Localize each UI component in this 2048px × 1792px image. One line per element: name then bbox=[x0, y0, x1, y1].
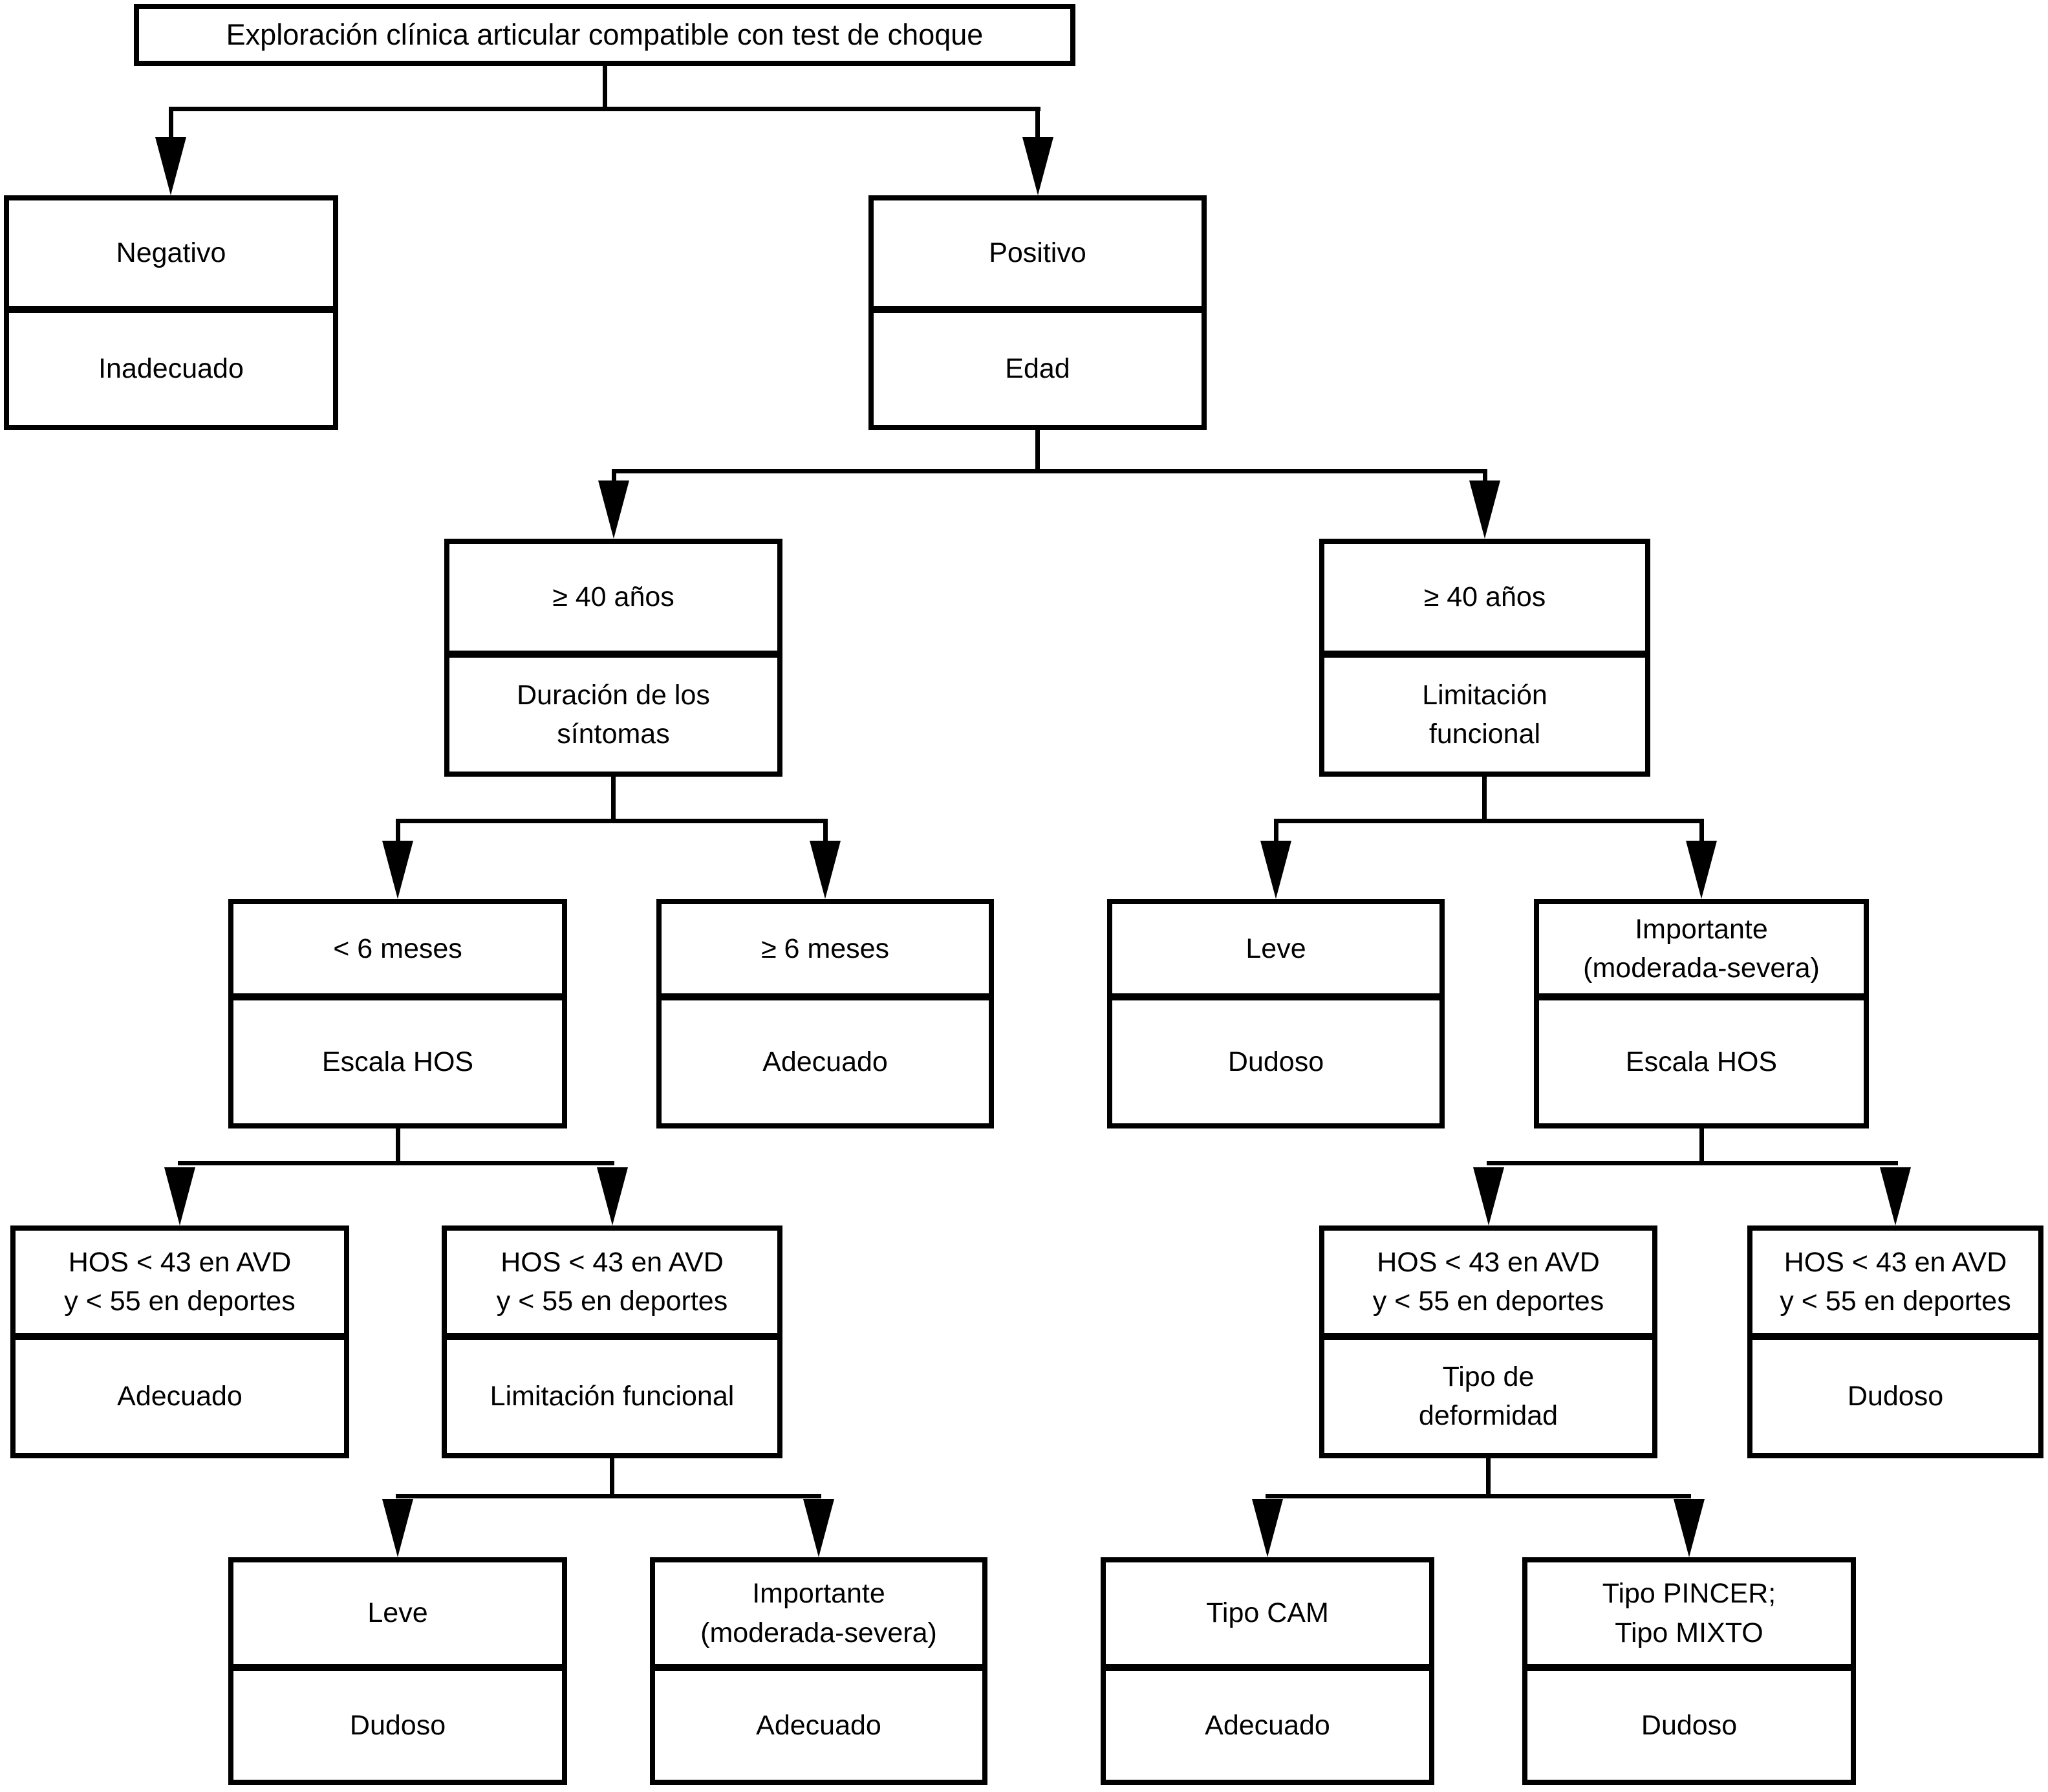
node-root-label: Exploración clínica articular compatible… bbox=[226, 18, 984, 51]
node-edad-duracion: ≥ 40 años Duración de los síntomas bbox=[444, 539, 782, 777]
connector-hos-izq-stub bbox=[396, 1128, 400, 1165]
arrow-down-icon bbox=[1473, 1167, 1504, 1225]
node-leve-final-condition: Leve bbox=[233, 1562, 562, 1671]
connector-edad-bar bbox=[612, 469, 1487, 473]
connector-duracion-bar bbox=[396, 819, 828, 823]
arrow-down-icon bbox=[1880, 1167, 1911, 1225]
connector-limitacion-stem-right bbox=[1699, 819, 1704, 846]
node-limitacion-leve-result: Dudoso bbox=[1227, 1046, 1324, 1077]
connector-limitacion-bar bbox=[1274, 819, 1704, 823]
connector-hos-izq-bar bbox=[178, 1161, 614, 1165]
node-positivo-condition: Positivo bbox=[874, 200, 1202, 313]
node-hos-izq-b-condition: HOS < 43 en AVD y < 55 en deportes bbox=[447, 1231, 777, 1340]
node-meses-menos6: < 6 meses Escala HOS bbox=[228, 899, 567, 1128]
node-positivo-result: Edad bbox=[1005, 353, 1070, 385]
node-meses-menos6-result: Escala HOS bbox=[321, 1046, 474, 1077]
connector-root-stem-right bbox=[1035, 107, 1040, 142]
arrow-down-icon bbox=[1260, 841, 1291, 899]
node-leve-final-result: Dudoso bbox=[349, 1709, 446, 1741]
node-edad-duracion-condition: ≥ 40 años bbox=[449, 544, 777, 658]
node-negativo-result: Inadecuado bbox=[98, 353, 244, 385]
node-hos-der-a-condition: HOS < 43 en AVD y < 55 en deportes bbox=[1324, 1231, 1652, 1340]
connector-hos-der-bar bbox=[1487, 1161, 1898, 1165]
node-hos-der-b: HOS < 43 en AVD y < 55 en deportes Dudos… bbox=[1747, 1225, 2043, 1458]
arrow-down-icon bbox=[164, 1167, 195, 1225]
node-meses-mas6-result: Adecuado bbox=[762, 1046, 888, 1077]
node-negativo: Negativo Inadecuado bbox=[4, 195, 338, 430]
connector-edad-stem-right bbox=[1483, 469, 1487, 488]
node-hos-izq-b: HOS < 43 en AVD y < 55 en deportes Limit… bbox=[442, 1225, 782, 1458]
arrow-down-icon bbox=[1022, 137, 1053, 195]
arrow-down-icon bbox=[382, 841, 413, 899]
connector-duracion-stem-right bbox=[823, 819, 828, 846]
arrow-down-icon bbox=[1252, 1499, 1283, 1557]
connector-final-izq-stub bbox=[610, 1458, 614, 1498]
node-hos-izq-a-condition: HOS < 43 en AVD y < 55 en deportes bbox=[16, 1231, 344, 1340]
node-meses-mas6: ≥ 6 meses Adecuado bbox=[656, 899, 994, 1128]
node-tipo-cam: Tipo CAM Adecuado bbox=[1101, 1557, 1434, 1785]
arrow-down-icon bbox=[1469, 480, 1500, 539]
node-positivo: Positivo Edad bbox=[868, 195, 1207, 430]
node-edad-limitacion-condition: ≥ 40 años bbox=[1324, 544, 1645, 658]
node-importante-final-condition: Importante (moderada-severa) bbox=[655, 1562, 982, 1671]
node-hos-der-b-result: Dudoso bbox=[1847, 1381, 1944, 1412]
arrow-down-icon bbox=[1674, 1499, 1705, 1557]
arrow-down-icon bbox=[810, 841, 841, 899]
connector-root-bar bbox=[169, 107, 1040, 111]
connector-edad-stem-left bbox=[612, 469, 616, 488]
arrow-down-icon bbox=[155, 137, 186, 195]
node-tipo-cam-result: Adecuado bbox=[1205, 1709, 1330, 1741]
node-limitacion-importante-result: Escala HOS bbox=[1625, 1046, 1778, 1077]
connector-hos-der-stub bbox=[1699, 1128, 1704, 1165]
node-tipo-cam-condition: Tipo CAM bbox=[1106, 1562, 1429, 1671]
connector-duracion-stem-left bbox=[396, 819, 400, 846]
connector-final-der-stub bbox=[1486, 1458, 1491, 1498]
node-edad-limitacion-result: Limitación funcional bbox=[1422, 679, 1547, 750]
node-limitacion-leve: Leve Dudoso bbox=[1107, 899, 1445, 1128]
arrow-down-icon bbox=[803, 1499, 834, 1557]
node-edad-duracion-result: Duración de los síntomas bbox=[517, 679, 710, 750]
node-importante-final-result: Adecuado bbox=[756, 1709, 881, 1741]
node-hos-der-a-result: Tipo de deformidad bbox=[1418, 1361, 1558, 1432]
arrow-down-icon bbox=[598, 480, 629, 539]
node-importante-final: Importante (moderada-severa) Adecuado bbox=[650, 1557, 987, 1785]
node-edad-limitacion: ≥ 40 años Limitación funcional bbox=[1319, 539, 1650, 777]
connector-root-stem-left bbox=[169, 107, 173, 142]
connector-edad-stub bbox=[1035, 430, 1040, 473]
node-tipo-pincer-condition: Tipo PINCER; Tipo MIXTO bbox=[1527, 1562, 1851, 1671]
node-hos-izq-a-result: Adecuado bbox=[117, 1381, 243, 1412]
node-hos-izq-b-result: Limitación funcional bbox=[490, 1381, 735, 1412]
node-limitacion-importante: Importante (moderada-severa) Escala HOS bbox=[1534, 899, 1869, 1128]
node-tipo-pincer-result: Dudoso bbox=[1641, 1709, 1738, 1741]
connector-limitacion-stem-left bbox=[1274, 819, 1278, 846]
connector-final-der-bar bbox=[1266, 1494, 1691, 1498]
arrow-down-icon bbox=[382, 1499, 413, 1557]
node-tipo-pincer: Tipo PINCER; Tipo MIXTO Dudoso bbox=[1522, 1557, 1856, 1785]
node-root: Exploración clínica articular compatible… bbox=[134, 4, 1075, 66]
node-hos-der-b-condition: HOS < 43 en AVD y < 55 en deportes bbox=[1752, 1231, 2038, 1340]
arrow-down-icon bbox=[1686, 841, 1717, 899]
connector-limitacion-stub bbox=[1482, 777, 1487, 822]
node-negativo-condition: Negativo bbox=[9, 200, 333, 313]
connector-duracion-stub bbox=[611, 777, 616, 822]
node-meses-mas6-condition: ≥ 6 meses bbox=[662, 904, 989, 1001]
node-hos-der-a: HOS < 43 en AVD y < 55 en deportes Tipo … bbox=[1319, 1225, 1657, 1458]
node-limitacion-leve-condition: Leve bbox=[1112, 904, 1439, 1001]
node-meses-menos6-condition: < 6 meses bbox=[233, 904, 562, 1001]
node-leve-final: Leve Dudoso bbox=[228, 1557, 567, 1785]
connector-final-izq-bar bbox=[396, 1494, 821, 1498]
node-limitacion-importante-condition: Importante (moderada-severa) bbox=[1539, 904, 1864, 1001]
connector-root-stub bbox=[603, 65, 607, 110]
arrow-down-icon bbox=[597, 1167, 628, 1225]
node-hos-izq-a: HOS < 43 en AVD y < 55 en deportes Adecu… bbox=[10, 1225, 349, 1458]
